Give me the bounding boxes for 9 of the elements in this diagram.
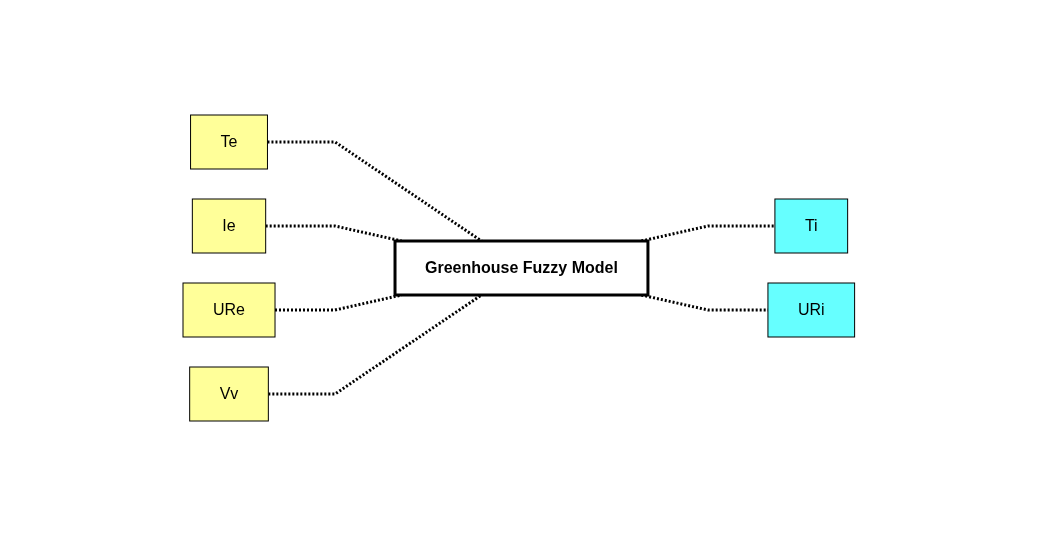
- node-box: URe: [182, 282, 276, 337]
- connector: [268, 293, 483, 395]
- node-box: Ie: [191, 198, 266, 253]
- node-box: Vv: [188, 366, 269, 421]
- connector: [267, 140, 483, 242]
- node-box: URi: [767, 282, 855, 337]
- node-box: Greenhouse Fuzzy Model: [393, 239, 650, 296]
- node-box: Te: [189, 114, 268, 169]
- node-box: Ti: [774, 198, 848, 253]
